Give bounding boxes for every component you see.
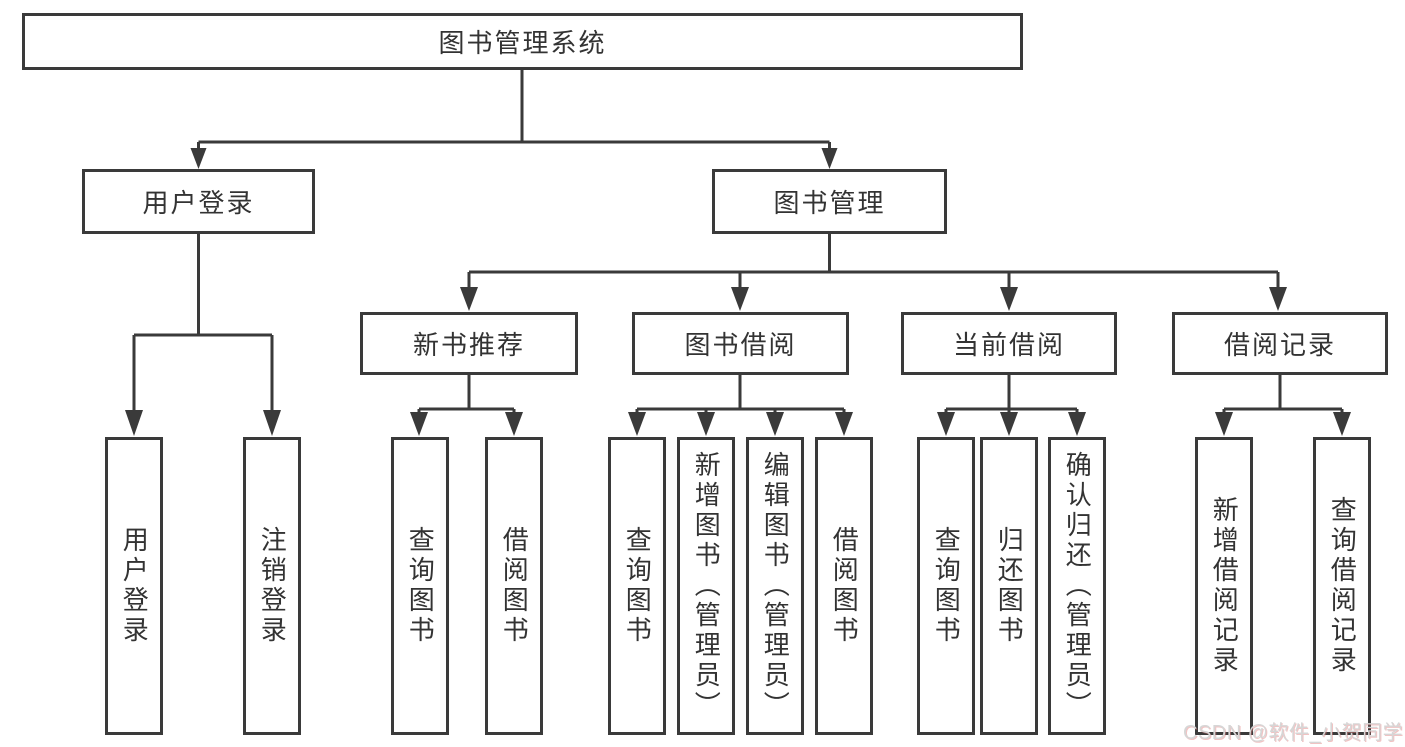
- leaf-return-books-label: 归还图书: [994, 526, 1025, 646]
- leaf-edit-books-admin-label: 编辑图书（管理员）: [760, 451, 791, 721]
- leaf-add-borrow-record: 新增借阅记录: [1195, 437, 1253, 735]
- leaf-recommend-borrow-books-label: 借阅图书: [499, 526, 530, 646]
- node-borrow-records: 借阅记录: [1172, 312, 1388, 375]
- leaf-recommend-query-books: 查询图书: [391, 437, 449, 735]
- leaf-add-books-admin: 新增图书（管理员）: [677, 437, 735, 735]
- leaf-current-query-books: 查询图书: [917, 437, 975, 735]
- leaf-confirm-return-admin-label: 确认归还（管理员）: [1062, 451, 1093, 721]
- connector-current-to-leaves: [944, 375, 1079, 414]
- node-book-management: 图书管理: [712, 169, 947, 234]
- leaf-add-books-admin-label: 新增图书（管理员）: [691, 451, 722, 721]
- leaf-confirm-return-admin: 确认归还（管理员）: [1048, 437, 1106, 735]
- leaf-borrow-query-books-label: 查询图书: [622, 526, 653, 646]
- leaf-logout-label: 注销登录: [257, 526, 288, 646]
- node-new-book-recommend: 新书推荐: [360, 312, 578, 375]
- arrowheads-recommend-to-leaves: [410, 412, 523, 436]
- leaf-borrow-query-books: 查询图书: [608, 437, 666, 735]
- leaf-return-books: 归还图书: [980, 437, 1038, 735]
- csdn-watermark: CSDN @软件_小贺同学: [1183, 722, 1404, 744]
- leaf-borrow-books-label: 借阅图书: [829, 526, 860, 646]
- arrowheads-borrow-to-leaves: [628, 412, 853, 436]
- arrowheads-login-to-leaves: [125, 410, 281, 436]
- arrowheads-current-to-leaves: [937, 412, 1086, 436]
- node-library-management-system: 图书管理系统: [22, 13, 1023, 70]
- connector-borrow-to-leaves: [635, 375, 846, 414]
- connector-recommend-to-leaves: [417, 375, 516, 414]
- arrowheads-root-to-level1: [190, 148, 838, 169]
- leaf-logout: 注销登录: [243, 437, 301, 735]
- arrowheads-management-to-level2: [460, 287, 1287, 311]
- leaf-query-borrow-record-label: 查询借阅记录: [1327, 496, 1358, 676]
- leaf-add-borrow-record-label: 新增借阅记录: [1209, 496, 1240, 676]
- leaf-query-borrow-record: 查询借阅记录: [1313, 437, 1371, 735]
- leaf-user-login-label: 用户登录: [119, 526, 150, 646]
- connector-login-to-leaves: [132, 234, 274, 412]
- leaf-recommend-query-books-label: 查询图书: [405, 526, 436, 646]
- node-book-borrow: 图书借阅: [632, 312, 849, 375]
- arrowheads-records-to-leaves: [1215, 412, 1351, 436]
- connector-records-to-leaves: [1222, 375, 1344, 414]
- leaf-user-login: 用户登录: [105, 437, 163, 735]
- node-user-login: 用户登录: [82, 169, 315, 234]
- leaf-recommend-borrow-books: 借阅图书: [485, 437, 543, 735]
- connector-root-to-level1: [197, 70, 831, 150]
- leaf-edit-books-admin: 编辑图书（管理员）: [746, 437, 804, 735]
- leaf-current-query-books-label: 查询图书: [931, 526, 962, 646]
- connector-management-to-level2: [467, 234, 1280, 289]
- node-current-borrow: 当前借阅: [901, 312, 1117, 375]
- leaf-borrow-books: 借阅图书: [815, 437, 873, 735]
